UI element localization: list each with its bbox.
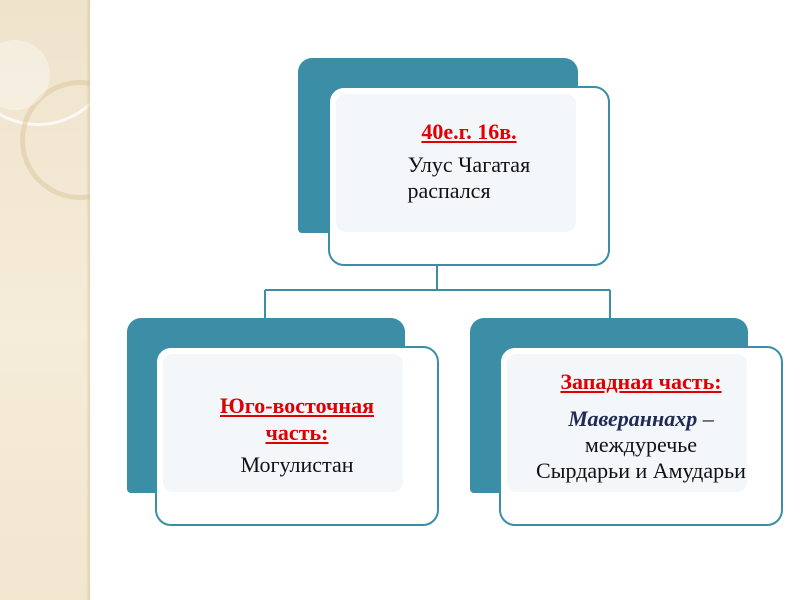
right-node-line: междуречье	[584, 432, 698, 457]
top-node-line: Улус Чагатая	[407, 151, 531, 177]
left-node-heading: Юго-восточная	[220, 393, 374, 419]
top-node-line: распался	[407, 178, 491, 204]
left-node-text: Юго-восточная часть: Могулистан	[220, 393, 374, 478]
top-node: 40е.г. 16в. Улус Чагатая распался	[328, 86, 610, 266]
top-node-text: 40е.г. 16в. Улус Чагатая распался	[407, 119, 530, 204]
right-node-heading: Западная часть:	[560, 369, 722, 395]
left-node-body: Могулистан	[240, 452, 354, 478]
right-node: Западная часть: Мавераннахр – междуречье…	[499, 346, 783, 526]
right-node-text: Западная часть: Мавераннахр – междуречье…	[536, 369, 746, 485]
right-node-dash: –	[697, 405, 714, 431]
right-node-line: Сырдарьи и Амударьи	[536, 458, 746, 484]
left-node-heading: часть:	[265, 419, 329, 445]
left-node: Юго-восточная часть: Могулистан	[155, 346, 439, 526]
right-node-line: Мавераннахр –	[536, 406, 746, 432]
right-node-term: Мавераннахр	[568, 405, 698, 431]
top-node-heading: 40е.г. 16в.	[421, 119, 517, 145]
decorative-side-strip	[0, 0, 90, 600]
